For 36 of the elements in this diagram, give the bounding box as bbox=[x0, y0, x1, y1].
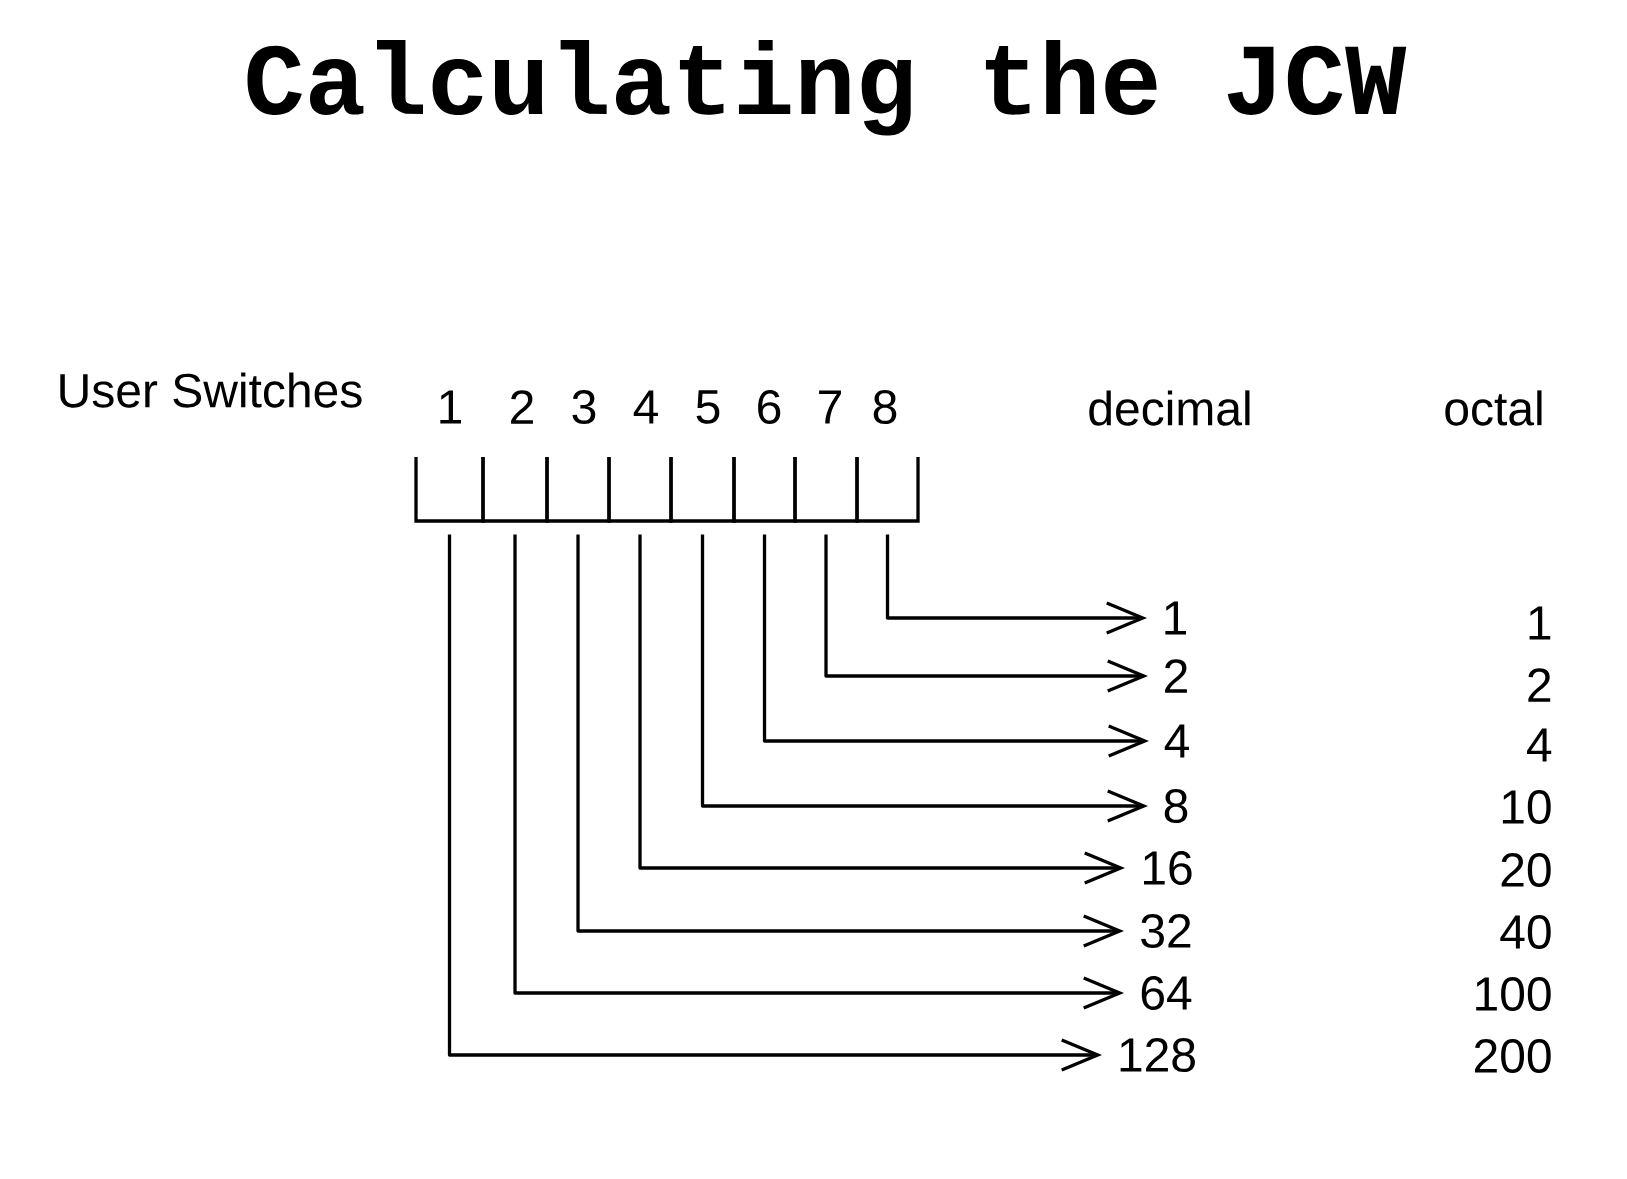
switch-number: 4 bbox=[633, 390, 658, 424]
column-header: octal bbox=[1445, 390, 1542, 426]
switch-number: 3 bbox=[572, 390, 596, 424]
decimal-value: 128 bbox=[1120, 1038, 1195, 1072]
switch-number: 1 bbox=[440, 390, 461, 424]
switch-number: 6 bbox=[758, 390, 781, 424]
arrow bbox=[762, 534, 1149, 758]
switches-label: User Switches bbox=[60, 372, 362, 408]
switch-number: 7 bbox=[819, 390, 841, 424]
switch-number: 5 bbox=[696, 390, 720, 424]
decimal-value: 32 bbox=[1141, 914, 1191, 948]
octal-value: 40 bbox=[1500, 915, 1551, 949]
arrow bbox=[576, 534, 1124, 948]
switch-number: 8 bbox=[873, 390, 897, 424]
column-header: decimal bbox=[1089, 390, 1250, 426]
arrow bbox=[447, 534, 1102, 1072]
decimal-value: 8 bbox=[1164, 789, 1188, 823]
octal-value: 10 bbox=[1502, 790, 1551, 824]
decimal-value: 64 bbox=[1141, 976, 1192, 1010]
octal-value: 1 bbox=[1529, 606, 1551, 640]
octal-value: 200 bbox=[1474, 1039, 1551, 1073]
decimal-value: 16 bbox=[1144, 851, 1192, 885]
octal-value: 2 bbox=[1528, 668, 1551, 702]
octal-value: 20 bbox=[1501, 853, 1551, 887]
octal-value: 100 bbox=[1476, 977, 1551, 1011]
arrow bbox=[513, 534, 1124, 1010]
arrow bbox=[824, 534, 1149, 693]
decimal-value: 2 bbox=[1165, 659, 1187, 693]
arrow bbox=[638, 534, 1126, 885]
title: Calculating the JCW bbox=[247, 40, 1407, 136]
decimal-value: 4 bbox=[1164, 724, 1189, 758]
octal-value: 4 bbox=[1527, 728, 1552, 762]
arrow bbox=[885, 534, 1147, 635]
switch-number: 2 bbox=[511, 390, 533, 424]
decimal-value: 1 bbox=[1165, 601, 1186, 635]
arrow bbox=[700, 534, 1149, 823]
